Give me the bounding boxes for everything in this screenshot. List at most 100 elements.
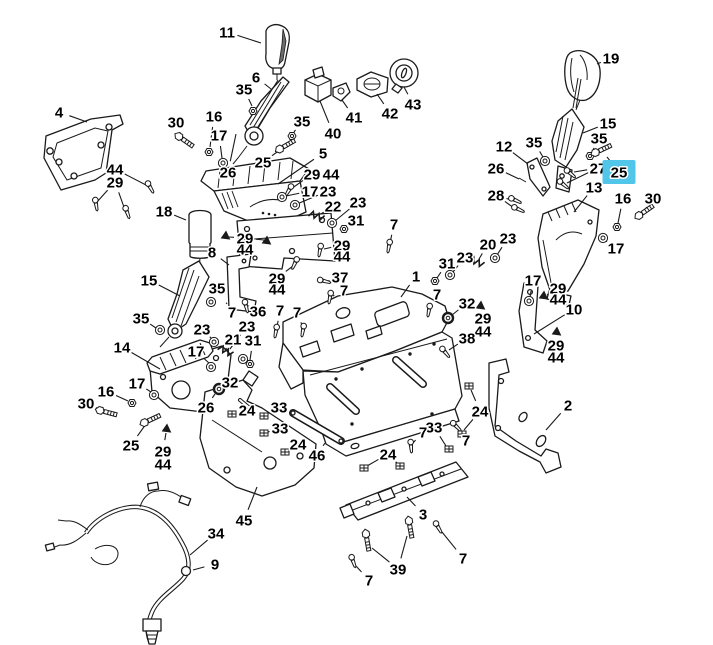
part-callout-4[interactable]: 4 <box>53 103 65 123</box>
part-callout-7[interactable]: 7 <box>457 549 468 569</box>
part-callout-7[interactable]: 7 <box>226 303 237 323</box>
part-callout-3[interactable]: 3 <box>417 505 428 525</box>
part-callout-17[interactable]: 17 <box>606 239 626 259</box>
part-callout-34[interactable]: 34 <box>206 524 226 544</box>
part-callout-18[interactable]: 18 <box>154 202 174 222</box>
part-callout-2[interactable]: 2 <box>562 396 573 416</box>
part-callout-32[interactable]: 32 <box>220 373 240 393</box>
part-callout-17[interactable]: 17 <box>300 182 320 202</box>
part-callout-26[interactable]: 26 <box>486 159 506 179</box>
part-callout-38[interactable]: 38 <box>457 329 477 349</box>
part-callout-26[interactable]: 26 <box>218 163 238 183</box>
part-callout-14[interactable]: 14 <box>112 338 132 358</box>
part-callout-25[interactable]: 25 <box>609 163 629 183</box>
part-callout-44[interactable]: 44 <box>105 160 125 180</box>
part-callout-44[interactable]: 44 <box>473 322 493 342</box>
part-callout-44[interactable]: 44 <box>332 247 352 267</box>
part-callout-22[interactable]: 22 <box>323 197 343 217</box>
part-callout-23[interactable]: 23 <box>192 320 212 340</box>
part-callout-7[interactable]: 7 <box>274 301 285 321</box>
part-callout-13[interactable]: 13 <box>584 178 604 198</box>
part-callout-33[interactable]: 33 <box>269 398 289 418</box>
part-callout-23[interactable]: 23 <box>318 182 338 202</box>
part-callout-31[interactable]: 31 <box>346 211 366 231</box>
part-callout-35[interactable]: 35 <box>207 279 227 299</box>
part-callout-5[interactable]: 5 <box>317 144 328 164</box>
part-callout-20[interactable]: 20 <box>478 235 498 255</box>
part-callout-29[interactable]: 29 <box>302 165 322 185</box>
part-callout-44[interactable]: 44 <box>546 348 566 368</box>
part-callout-17[interactable]: 17 <box>523 271 543 291</box>
part-callout-23[interactable]: 23 <box>498 229 518 249</box>
part-callout-7[interactable]: 7 <box>431 285 442 305</box>
part-callout-24[interactable]: 24 <box>470 402 490 422</box>
part-callout-28[interactable]: 28 <box>486 186 506 206</box>
part-callout-12[interactable]: 12 <box>494 137 514 157</box>
part-callout-7[interactable]: 7 <box>291 303 302 323</box>
part-callout-17[interactable]: 17 <box>127 374 147 394</box>
part-callout-33[interactable]: 33 <box>424 418 444 438</box>
part-callout-23[interactable]: 23 <box>348 193 368 213</box>
part-callout-29[interactable]: 29 <box>548 279 568 299</box>
part-callout-23[interactable]: 23 <box>455 248 475 268</box>
part-callout-35[interactable]: 35 <box>524 133 544 153</box>
part-callout-8[interactable]: 8 <box>206 243 217 263</box>
part-callout-35[interactable]: 35 <box>292 112 312 132</box>
part-callout-41[interactable]: 41 <box>344 108 364 128</box>
part-callout-25[interactable]: 25 <box>121 436 141 456</box>
part-callout-24[interactable]: 24 <box>288 435 308 455</box>
part-callout-24[interactable]: 24 <box>378 445 398 465</box>
part-callout-15[interactable]: 15 <box>598 114 618 134</box>
part-callout-32[interactable]: 32 <box>457 294 477 314</box>
part-callout-40[interactable]: 40 <box>323 124 343 144</box>
part-callout-10[interactable]: 10 <box>564 300 584 320</box>
part-callout-44[interactable]: 44 <box>153 455 173 475</box>
part-callout-6[interactable]: 6 <box>250 68 261 88</box>
part-callout-36[interactable]: 36 <box>248 302 268 322</box>
part-callout-11[interactable]: 11 <box>218 23 237 43</box>
part-callout-29[interactable]: 29 <box>105 173 125 193</box>
part-callout-46[interactable]: 46 <box>307 446 327 466</box>
part-callout-30[interactable]: 30 <box>643 189 663 209</box>
part-callout-33[interactable]: 33 <box>270 419 290 439</box>
part-callout-29[interactable]: 29 <box>267 269 287 289</box>
part-callout-42[interactable]: 42 <box>380 104 400 124</box>
part-callout-30[interactable]: 30 <box>76 394 96 414</box>
part-callout-16[interactable]: 16 <box>613 189 633 209</box>
part-callout-1[interactable]: 1 <box>410 267 421 287</box>
part-callout-17[interactable]: 17 <box>209 126 229 146</box>
part-callout-19[interactable]: 19 <box>601 49 621 69</box>
part-callout-44[interactable]: 44 <box>267 280 287 300</box>
part-callout-7[interactable]: 7 <box>363 571 374 591</box>
part-callout-45[interactable]: 45 <box>234 511 254 531</box>
part-callout-7[interactable]: 7 <box>388 215 399 235</box>
part-callout-25[interactable]: 25 <box>253 153 273 173</box>
part-callout-7[interactable]: 7 <box>338 281 349 301</box>
part-callout-29[interactable]: 29 <box>153 442 173 462</box>
part-callout-29[interactable]: 29 <box>332 236 352 256</box>
part-callout-44[interactable]: 44 <box>548 290 568 310</box>
part-callout-35[interactable]: 35 <box>131 309 151 329</box>
part-callout-43[interactable]: 43 <box>403 95 423 115</box>
part-callout-29[interactable]: 29 <box>546 336 566 356</box>
part-callout-21[interactable]: 21 <box>223 330 243 350</box>
part-callout-44[interactable]: 44 <box>321 165 341 185</box>
part-callout-7[interactable]: 7 <box>417 423 428 443</box>
part-callout-9[interactable]: 9 <box>209 555 220 575</box>
part-callout-26[interactable]: 26 <box>196 398 216 418</box>
part-callout-16[interactable]: 16 <box>204 107 224 127</box>
part-callout-35[interactable]: 35 <box>589 129 609 149</box>
part-callout-30[interactable]: 30 <box>166 113 186 133</box>
part-callout-37[interactable]: 37 <box>330 268 350 288</box>
part-callout-35[interactable]: 35 <box>234 80 254 100</box>
part-callout-29[interactable]: 29 <box>473 309 493 329</box>
part-callout-39[interactable]: 39 <box>388 560 408 580</box>
part-callout-31[interactable]: 31 <box>243 331 263 351</box>
part-callout-7[interactable]: 7 <box>460 431 471 451</box>
part-callout-16[interactable]: 16 <box>96 382 116 402</box>
part-callout-24[interactable]: 24 <box>237 401 257 421</box>
part-callout-17[interactable]: 17 <box>186 342 206 362</box>
part-callout-31[interactable]: 31 <box>437 254 457 274</box>
part-callout-29[interactable]: 29 <box>235 229 255 249</box>
part-callout-15[interactable]: 15 <box>139 271 159 291</box>
